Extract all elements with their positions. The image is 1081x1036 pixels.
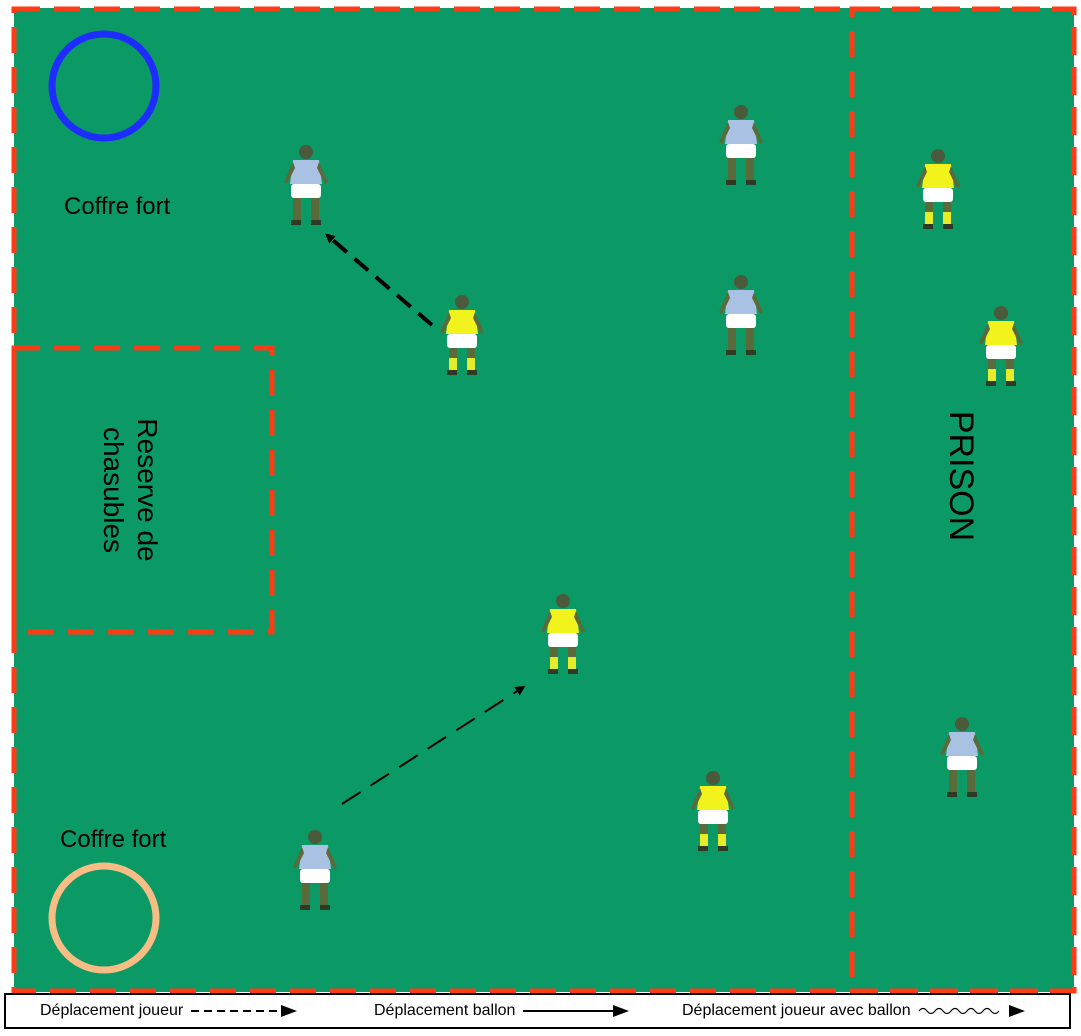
legend-player-with-ball-label: Déplacement joueur avec ballon <box>682 1002 911 1020</box>
legend-player-move: Déplacement joueur <box>40 995 299 1027</box>
solid-arrow-icon <box>521 1004 631 1018</box>
reserve-label-line2: chasubles <box>98 427 129 553</box>
legend-ball-move: Déplacement ballon <box>374 995 631 1027</box>
legend-player-move-label: Déplacement joueur <box>40 1002 183 1020</box>
top-safe-label: Coffre fort <box>64 193 171 220</box>
legend-player-with-ball: Déplacement joueur avec ballon <box>682 995 1029 1027</box>
prison-label: PRISON <box>942 411 980 541</box>
legend: Déplacement joueur Déplacement ballon Dé… <box>4 993 1071 1029</box>
reserve-label-line1: Reserve de <box>132 418 163 561</box>
wavy-arrow-icon <box>917 1004 1029 1018</box>
dashed-arrow-icon <box>189 1004 299 1018</box>
legend-ball-move-label: Déplacement ballon <box>374 1002 515 1020</box>
field-background <box>14 8 1074 992</box>
bottom-safe-label: Coffre fort <box>60 826 167 853</box>
